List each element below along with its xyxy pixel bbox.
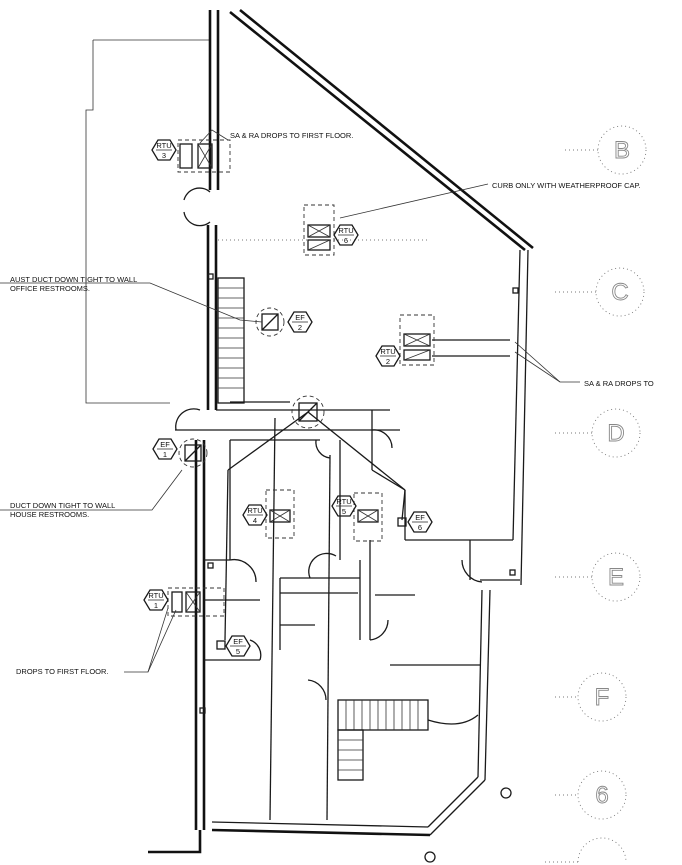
- rtu-6-tag: RTU 6: [333, 224, 359, 246]
- svg-text:C: C: [611, 279, 628, 306]
- svg-text:EF: EF: [160, 440, 170, 449]
- ef-1-tag: EF 1: [152, 438, 178, 460]
- rtu-1-unit: [167, 587, 225, 617]
- svg-text:4: 4: [253, 516, 257, 525]
- svg-text:B: B: [614, 137, 630, 164]
- rtu-5-unit: [353, 492, 383, 542]
- note-sa-ra-right: SA & RA DROPS TO: [584, 379, 654, 388]
- svg-text:1: 1: [154, 601, 158, 610]
- svg-text:3: 3: [162, 151, 166, 160]
- ef-2-tag: EF 2: [287, 311, 313, 333]
- rtu-4-unit: [265, 489, 295, 539]
- gridline-f: F: [555, 672, 627, 722]
- gridline-b: B: [565, 125, 647, 175]
- rtu-2-tag: RTU 2: [375, 345, 401, 367]
- gridline-d: D: [555, 408, 641, 458]
- note-exhaust-office-2: OFFICE RESTROOMS.: [10, 284, 90, 293]
- svg-text:EF: EF: [233, 637, 243, 646]
- svg-text:EF: EF: [415, 513, 425, 522]
- ef-5-tag: EF 5: [225, 635, 251, 657]
- duct-runs: [224, 339, 510, 821]
- column-markers: [199, 273, 519, 863]
- svg-text:D: D: [607, 420, 624, 447]
- note-sa-ra-top: SA & RA DROPS TO FIRST FLOOR.: [230, 131, 353, 140]
- rtu-2-unit: [399, 314, 435, 366]
- rtu-1-tag: RTU 1: [143, 589, 169, 611]
- svg-text:6: 6: [595, 782, 608, 809]
- rtu-5-tag: RTU 5: [331, 495, 357, 517]
- svg-text:RTU: RTU: [247, 506, 262, 515]
- svg-text:6: 6: [344, 236, 348, 245]
- ef-6-tag: EF 6: [407, 511, 433, 533]
- svg-text:E: E: [608, 564, 624, 591]
- gridline-c: C: [555, 267, 645, 317]
- note-drops-bottom: DROPS TO FIRST FLOOR.: [16, 667, 109, 676]
- svg-text:RTU: RTU: [338, 226, 353, 235]
- note-exhaust-house-2: HOUSE RESTROOMS.: [10, 510, 89, 519]
- leader-lines: [0, 129, 580, 673]
- ef-1-fan: [178, 438, 208, 468]
- svg-text:RTU: RTU: [380, 347, 395, 356]
- general-notes: SA & RA DROPS TO FIRST FLOOR. CURB ONLY …: [10, 131, 654, 676]
- rtu-6-unit: [303, 204, 335, 256]
- svg-text:RTU: RTU: [156, 141, 171, 150]
- svg-text:1: 1: [163, 450, 167, 459]
- gridline-6: 6: [555, 770, 627, 820]
- svg-text:RTU: RTU: [336, 497, 351, 506]
- svg-text:6: 6: [418, 523, 422, 532]
- ef-6-fan: [397, 517, 407, 527]
- note-exhaust-house-1: DUCT DOWN TIGHT TO WALL: [10, 501, 115, 510]
- ef-5-fan: [216, 640, 226, 650]
- svg-text:5: 5: [342, 507, 346, 516]
- ef-top-fan: [291, 395, 325, 429]
- gridline-e: E: [555, 552, 641, 602]
- note-curb: CURB ONLY WITH WEATHERPROOF CAP.: [492, 181, 641, 190]
- rtu-3-tag: RTU 3: [151, 139, 177, 161]
- rtu-4-tag: RTU 4: [242, 504, 268, 526]
- svg-text:2: 2: [386, 357, 390, 366]
- svg-text:RTU: RTU: [148, 591, 163, 600]
- svg-text:5: 5: [236, 647, 240, 656]
- svg-text:F: F: [595, 684, 610, 711]
- gridline-partial: [545, 837, 627, 863]
- svg-text:EF: EF: [295, 313, 305, 322]
- rtu-3-unit: [177, 139, 231, 173]
- note-exhaust-office-1: AUST DUCT DOWN TIGHT TO WALL: [10, 275, 137, 284]
- svg-text:2: 2: [298, 323, 302, 332]
